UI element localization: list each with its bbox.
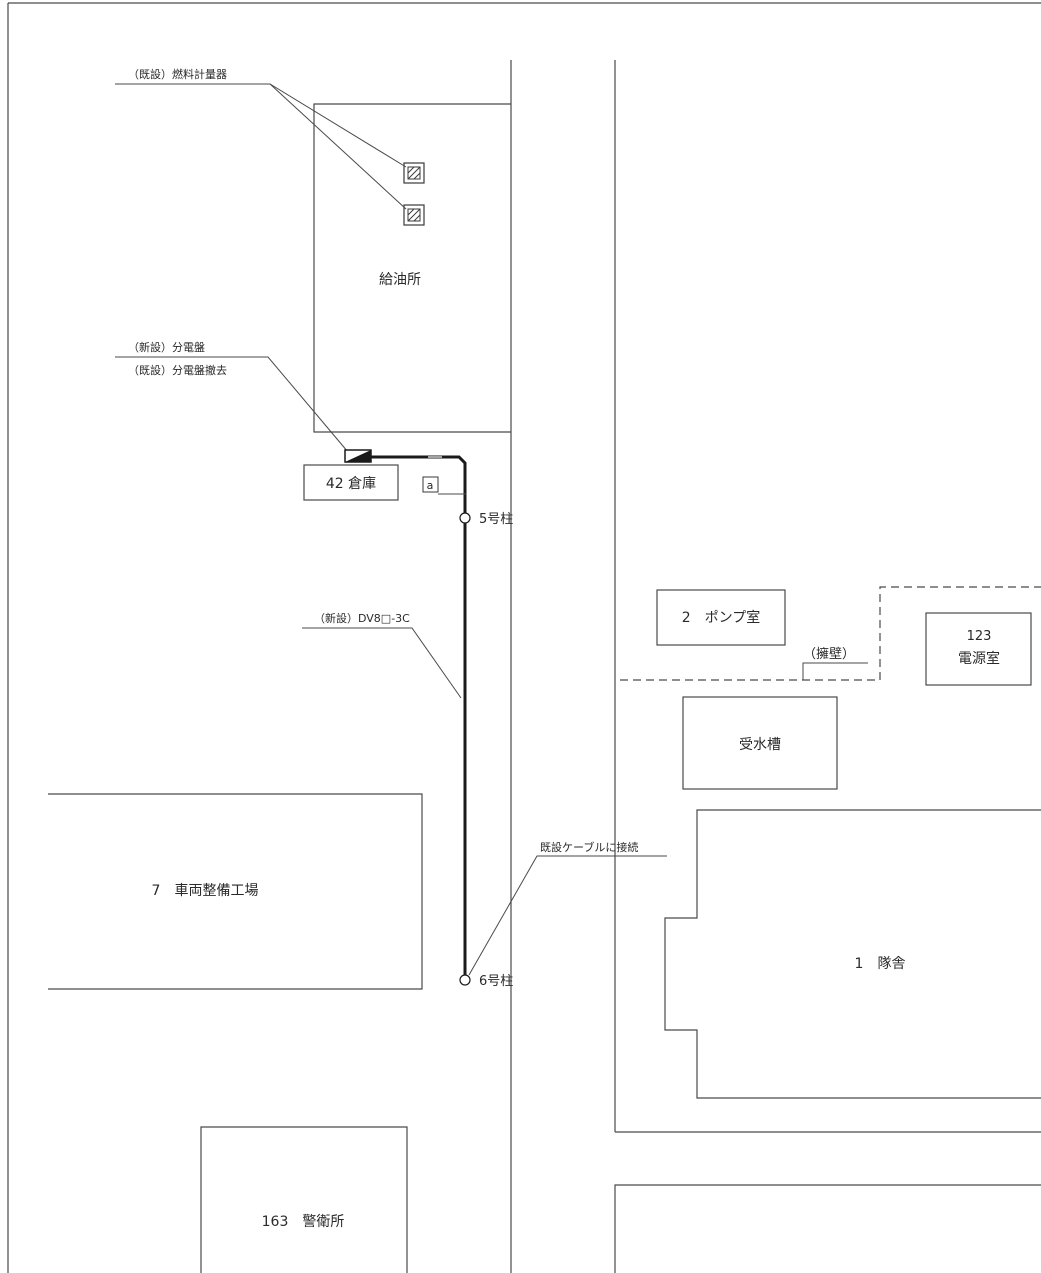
- pole-5-icon: [459, 512, 471, 524]
- pump-room-label: 2 ポンプ室: [682, 609, 761, 626]
- guard-house-building: [200, 1126, 408, 1273]
- fuel-station-building: [313, 103, 511, 433]
- barracks-label: 1 隊舎: [855, 956, 906, 972]
- pole-6-icon: [459, 974, 471, 986]
- fuel-station-label: 給油所: [379, 272, 421, 288]
- box-a-marker: [422, 476, 439, 493]
- fuel-meter-icon: [403, 162, 425, 184]
- water-tank-building: [682, 696, 838, 790]
- connect-existing-leader: [468, 855, 667, 976]
- water-tank-label: 受水槽: [739, 737, 781, 753]
- vehicle-workshop-building: [48, 793, 423, 990]
- new-cable-route: [371, 455, 467, 976]
- new-panel-callout: （新設）分電盤: [128, 340, 205, 354]
- pole-6-label: 6号柱: [479, 974, 513, 989]
- power-room-label: 電源室: [958, 650, 1000, 667]
- fuel-meter-callout: （既設）燃料計量器: [128, 67, 227, 81]
- retaining-wall-leader: [802, 662, 868, 680]
- box-a-label: a: [427, 479, 434, 492]
- warehouse-label: 42 倉庫: [326, 475, 376, 492]
- distribution-panel-icon: [344, 449, 372, 463]
- cable-spec-callout: （新設）DV8□-3C: [314, 611, 410, 625]
- warehouse-building: [303, 464, 399, 501]
- vehicle-workshop-label: 7 車両整備工場: [152, 882, 259, 899]
- cable-spec-leader: [302, 627, 462, 699]
- barracks-building: [664, 809, 1041, 1099]
- connect-existing-callout: 既設ケーブルに接続: [540, 840, 638, 854]
- fuel-meter-icon: [403, 204, 425, 226]
- power-room-building: [925, 612, 1032, 686]
- guard-house-label: 163 警衛所: [262, 1214, 345, 1230]
- remove-panel-callout: （既設）分電盤撤去: [128, 363, 227, 377]
- pole-5-label: 5号柱: [479, 512, 513, 527]
- road-edge-right-lower: [614, 1184, 1041, 1273]
- fuel-meter-leader: [269, 83, 407, 210]
- retaining-wall-line: [620, 586, 1041, 681]
- pump-room-building: [656, 589, 786, 646]
- panel-leader: [115, 356, 349, 453]
- retaining-wall-label: （擁壁）: [803, 647, 855, 662]
- fuel-meter-leader: [115, 83, 407, 168]
- power-room-number: 123: [967, 629, 992, 644]
